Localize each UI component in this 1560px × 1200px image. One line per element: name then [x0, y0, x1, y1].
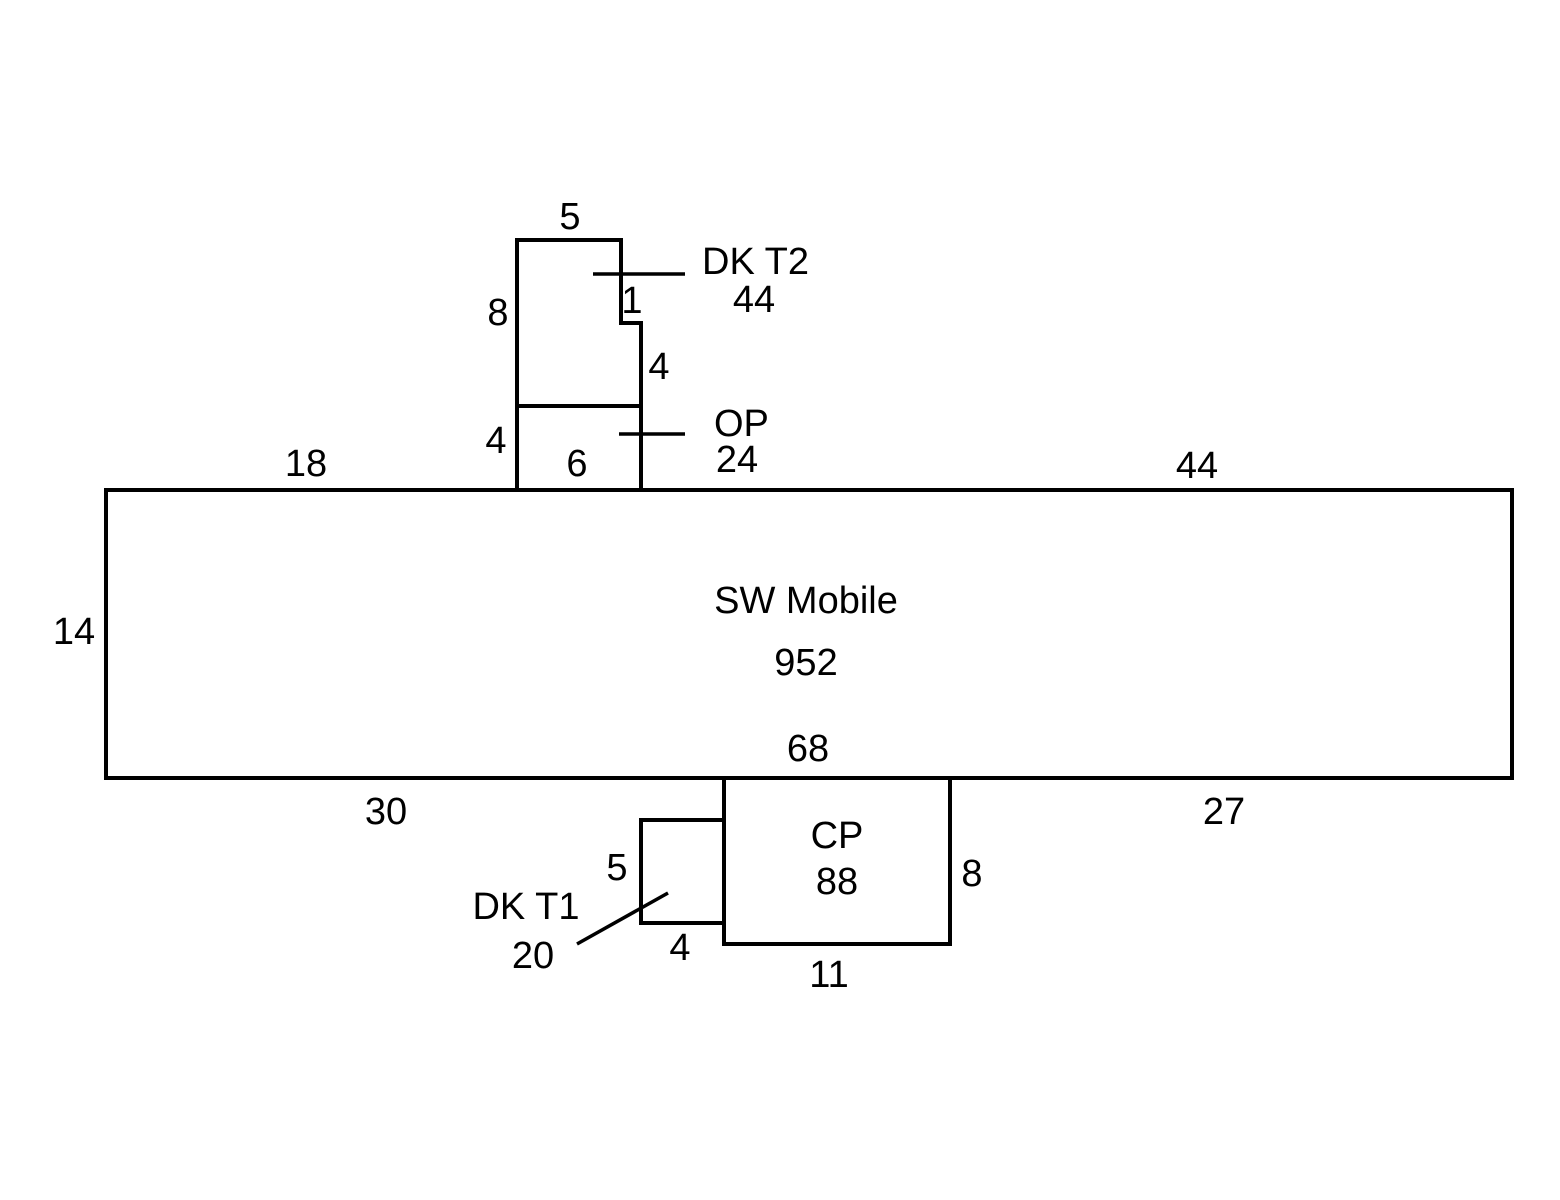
- dk-t2-left-dimension: 8: [487, 292, 508, 334]
- main-bottom-joint-dimension: 68: [787, 728, 829, 770]
- dk-t1-outline: [639, 818, 724, 925]
- op-left-dimension: 4: [485, 420, 506, 462]
- dk-t1-bottom-dimension: 4: [669, 927, 690, 969]
- op-area-label: 24: [716, 439, 758, 481]
- dk-t2-area-label: 44: [733, 279, 775, 321]
- sw-mobile-outline: [104, 488, 1514, 780]
- main-top-left-dimension: 18: [285, 443, 327, 485]
- cp-right-dimension: 8: [961, 853, 982, 895]
- main-bottom-right-dimension: 27: [1203, 791, 1245, 833]
- dk-t2-outline: [515, 238, 643, 406]
- main-top-right-dimension: 44: [1176, 445, 1218, 487]
- op-name-label: OP: [714, 403, 769, 445]
- cp-name-label: CP: [811, 815, 864, 857]
- op-outline: [515, 404, 643, 490]
- cp-bottom-dimension: 11: [809, 954, 848, 996]
- dk-t1-area-label: 20: [512, 935, 554, 977]
- dk-t1-leader: [576, 891, 669, 946]
- dk-t2-step-dimension: 1: [621, 280, 642, 322]
- op-bottom-dimension: 6: [566, 443, 587, 485]
- cp-area-label: 88: [816, 861, 858, 903]
- dk-t2-right-dimension: 4: [648, 346, 669, 388]
- sw-mobile-area-label: 952: [774, 642, 837, 684]
- main-left-dimension: 14: [53, 611, 95, 653]
- cp-outline: [722, 778, 952, 946]
- dk-t2-name-label: DK T2: [702, 241, 809, 283]
- dk-t1-name-label: DK T1: [472, 886, 579, 928]
- sw-mobile-name-label: SW Mobile: [714, 580, 898, 622]
- dk-t1-left-dimension: 5: [606, 847, 627, 889]
- dk-t2-top-dimension: 5: [559, 196, 580, 238]
- main-bottom-left-dimension: 30: [365, 791, 407, 833]
